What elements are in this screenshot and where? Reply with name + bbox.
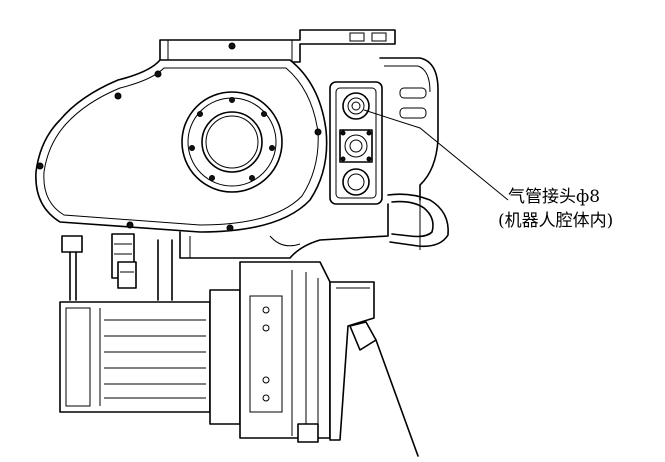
upper-housing	[159, 29, 396, 63]
callout-label-location: (机器人腔体内)	[498, 211, 614, 231]
air-hose	[387, 190, 449, 250]
lower-joint	[329, 281, 419, 457]
pulley-flange	[181, 91, 283, 193]
motor	[59, 289, 241, 425]
belt-cover	[35, 42, 328, 233]
arm-body	[179, 203, 389, 259]
callout-leader-line	[363, 109, 509, 201]
right-bracket	[379, 57, 439, 201]
connector-panel	[329, 81, 383, 205]
reducer-housing	[239, 261, 331, 443]
cable-bundle	[61, 233, 173, 301]
callout-label-air-fitting: 气管接头ф8	[508, 187, 601, 207]
